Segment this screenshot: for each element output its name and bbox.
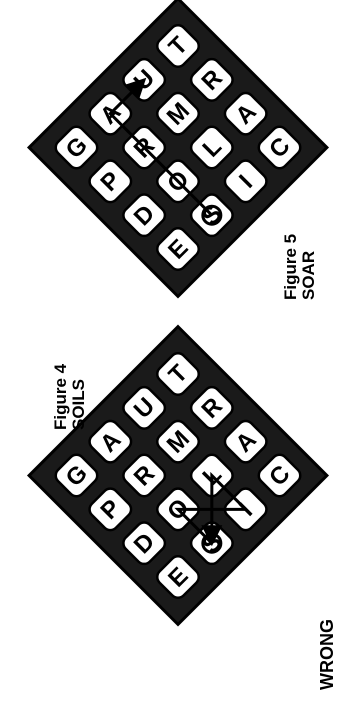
wrong-label: WRONG (318, 619, 336, 690)
caption-wrong: WRONG (318, 619, 336, 690)
figure-4-word: SOILS (70, 364, 88, 430)
figure-4-label: Figure 4 (52, 364, 70, 430)
figure-5-label: Figure 5 (282, 234, 300, 300)
figure-5-word: SOAR (300, 234, 318, 300)
caption-figure-5: Figure 5 SOAR (282, 234, 318, 300)
caption-figure-4: Figure 4 SOILS (52, 364, 88, 430)
